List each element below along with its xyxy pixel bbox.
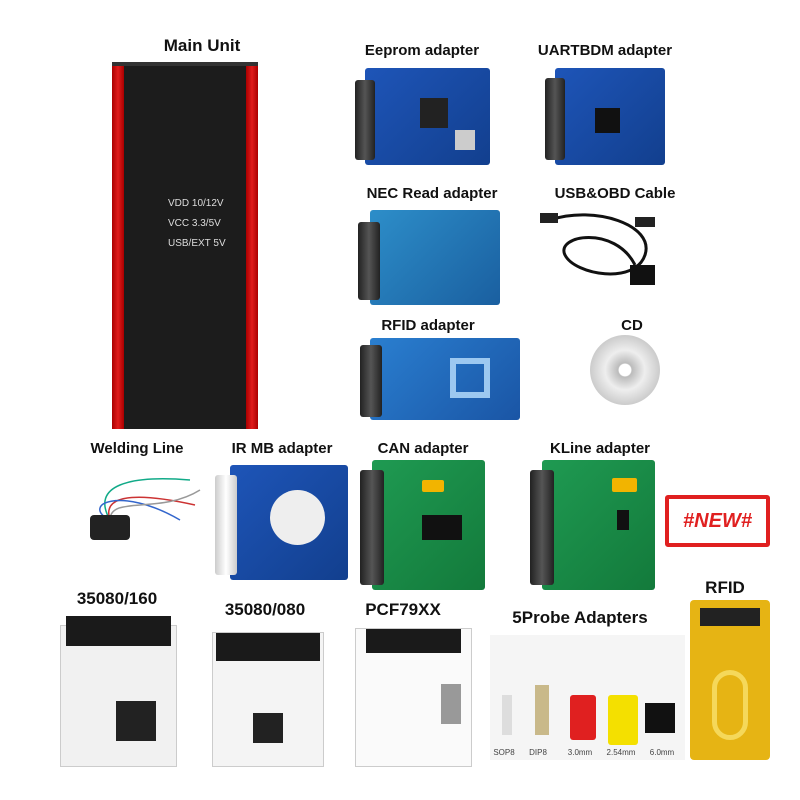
probe-label-3mm: 3.0mm bbox=[567, 748, 593, 757]
label-usb-obd: USB&OBD Cable bbox=[554, 185, 676, 202]
label-cd: CD bbox=[621, 317, 643, 334]
eeprom-adapter-image bbox=[365, 68, 490, 165]
unit-text-vcc: VCC 3.3/5V bbox=[168, 218, 221, 229]
pcf79xx-image bbox=[355, 628, 472, 767]
probe-label-sop8: SOP8 bbox=[493, 748, 515, 757]
probe-label-dip8: DIP8 bbox=[529, 748, 547, 757]
label-rfid: RFID bbox=[705, 578, 745, 597]
unit-text-usb: USB/EXT 5V bbox=[168, 238, 226, 249]
rfid-board-image bbox=[690, 600, 770, 760]
kline-adapter-image bbox=[542, 460, 655, 590]
main-unit-image bbox=[112, 62, 258, 429]
cd-image bbox=[590, 335, 660, 405]
nec-adapter-image bbox=[370, 210, 500, 305]
35080-160-image bbox=[60, 616, 177, 767]
can-adapter-image bbox=[372, 460, 485, 590]
rfid-adapter-image bbox=[370, 338, 520, 420]
label-ir-mb: IR MB adapter bbox=[231, 440, 333, 457]
label-5probe: 5Probe Adapters bbox=[512, 608, 648, 627]
label-kline: KLine adapter bbox=[549, 440, 651, 457]
uartbdm-adapter-image bbox=[555, 68, 665, 165]
ir-mb-adapter-image bbox=[230, 465, 348, 580]
usb-obd-cable-image bbox=[540, 213, 655, 285]
label-pcf79xx: PCF79XX bbox=[365, 600, 441, 619]
35080-080-image bbox=[212, 632, 324, 767]
label-eeprom: Eeprom adapter bbox=[364, 42, 480, 59]
label-35080-160: 35080/160 bbox=[76, 589, 158, 608]
label-welding: Welding Line bbox=[90, 440, 184, 457]
label-uartbdm: UARTBDM adapter bbox=[537, 42, 673, 59]
label-can: CAN adapter bbox=[377, 440, 469, 457]
unit-text-vdd: VDD 10/12V bbox=[168, 198, 224, 209]
label-rfid-adapter: RFID adapter bbox=[381, 317, 475, 334]
probe-label-6mm: 6.0mm bbox=[649, 748, 675, 757]
probe-label-254mm: 2.54mm bbox=[606, 748, 636, 757]
probe-adapters-image bbox=[490, 635, 685, 760]
label-main-unit: Main Unit bbox=[163, 36, 241, 55]
new-badge: #NEW# bbox=[665, 495, 770, 547]
welding-line-image bbox=[90, 478, 201, 540]
label-35080-080: 35080/080 bbox=[224, 600, 306, 619]
label-nec: NEC Read adapter bbox=[366, 185, 498, 202]
